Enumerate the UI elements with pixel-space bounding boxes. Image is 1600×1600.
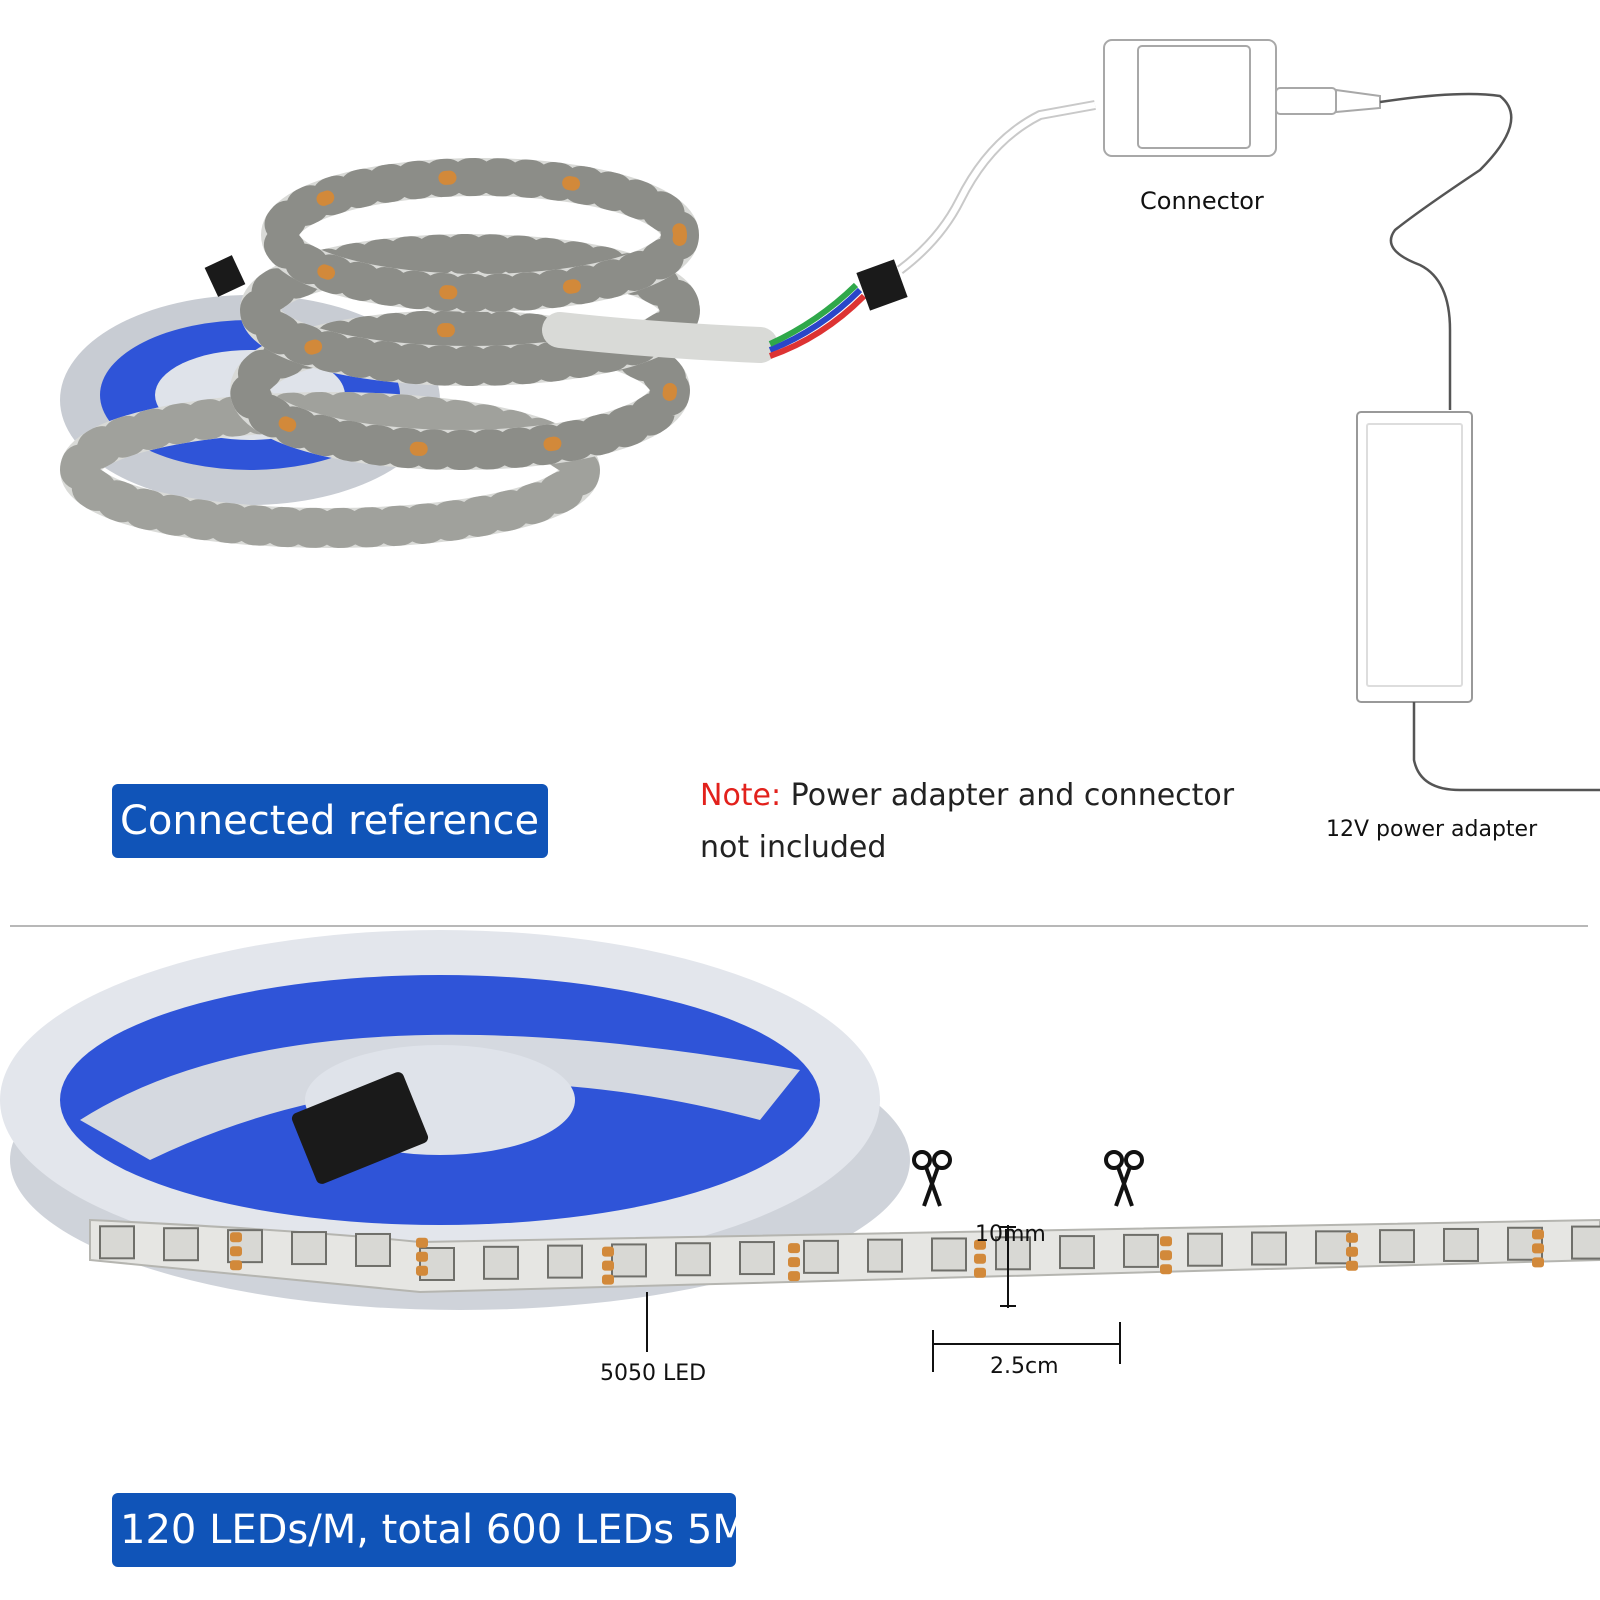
solder-pad bbox=[974, 1253, 986, 1264]
note-text: Note: Power adapter and connector not in… bbox=[700, 770, 1260, 874]
led-chip bbox=[547, 1244, 583, 1279]
led-chip bbox=[1123, 1233, 1159, 1268]
adapter-cable bbox=[1379, 92, 1513, 410]
solder-pad bbox=[416, 1237, 428, 1248]
led-chip bbox=[675, 1242, 711, 1277]
dimension-lines bbox=[646, 1225, 1121, 1372]
led-chip bbox=[483, 1245, 519, 1280]
led-chip bbox=[355, 1232, 391, 1267]
solder-pad bbox=[974, 1267, 986, 1278]
led-chip bbox=[163, 1227, 199, 1262]
rgb-cable bbox=[204, 100, 1096, 359]
led-count-text: 120 LEDs/M, total 600 LEDs 5M bbox=[120, 1507, 747, 1553]
power-adapter bbox=[1356, 411, 1600, 792]
solder-pad bbox=[1346, 1232, 1358, 1243]
solder-pad bbox=[974, 1239, 986, 1250]
note-body: Power adapter and connector not included bbox=[700, 778, 1235, 865]
led-chip bbox=[803, 1239, 839, 1274]
led-strip-coils bbox=[60, 158, 778, 548]
solder-pad bbox=[602, 1274, 614, 1285]
connector-box bbox=[1103, 39, 1381, 157]
solder-pad bbox=[230, 1260, 242, 1271]
solder-pad bbox=[788, 1243, 800, 1254]
solder-pad bbox=[1346, 1246, 1358, 1257]
connection-diagram bbox=[60, 39, 1600, 792]
strip-detail bbox=[0, 930, 1600, 1372]
scissors-icon bbox=[1104, 1150, 1144, 1207]
led-chip bbox=[931, 1237, 967, 1272]
solder-pad bbox=[1346, 1260, 1358, 1271]
led-chip bbox=[1379, 1229, 1415, 1264]
led-chips bbox=[99, 1225, 1600, 1285]
power-adapter-label: 12V power adapter bbox=[1326, 817, 1538, 842]
led-count-badge: 120 LEDs/M, total 600 LEDs 5M bbox=[112, 1493, 747, 1567]
solder-pad bbox=[1532, 1243, 1544, 1254]
solder-pad bbox=[788, 1271, 800, 1282]
cut-interval-label: 2.5cm bbox=[990, 1354, 1059, 1379]
led-chip bbox=[1443, 1227, 1479, 1262]
solder-pad bbox=[1160, 1264, 1172, 1275]
solder-pad bbox=[230, 1246, 242, 1257]
led-chip bbox=[1571, 1225, 1600, 1260]
width-label: 10mm bbox=[975, 1222, 1046, 1247]
solder-pad bbox=[230, 1232, 242, 1243]
led-type-label: 5050 LED bbox=[600, 1361, 707, 1386]
led-chip bbox=[1187, 1232, 1223, 1267]
led-chip bbox=[1315, 1230, 1351, 1265]
scissors-icon bbox=[912, 1150, 952, 1207]
connected-reference-text: Connected reference bbox=[120, 798, 540, 844]
solder-pad bbox=[602, 1260, 614, 1271]
led-chip bbox=[867, 1238, 903, 1273]
solder-pad bbox=[1160, 1250, 1172, 1261]
solder-pad bbox=[1160, 1236, 1172, 1247]
solder-pad bbox=[416, 1265, 428, 1276]
led-chip bbox=[995, 1236, 1031, 1271]
connector-label: Connector bbox=[1140, 187, 1264, 215]
led-chip bbox=[1251, 1231, 1287, 1266]
connected-reference-badge: Connected reference bbox=[112, 784, 548, 858]
led-chip bbox=[611, 1243, 647, 1278]
led-chip bbox=[1059, 1235, 1095, 1270]
led-chip bbox=[739, 1241, 775, 1276]
solder-pad bbox=[416, 1251, 428, 1262]
solder-pad bbox=[1532, 1257, 1544, 1268]
led-chip bbox=[99, 1225, 135, 1260]
solder-pad bbox=[1532, 1229, 1544, 1240]
solder-pad bbox=[788, 1257, 800, 1268]
note-label: Note: bbox=[700, 778, 782, 813]
led-chip bbox=[291, 1231, 327, 1266]
section-divider bbox=[10, 925, 1588, 927]
solder-pad bbox=[602, 1246, 614, 1257]
